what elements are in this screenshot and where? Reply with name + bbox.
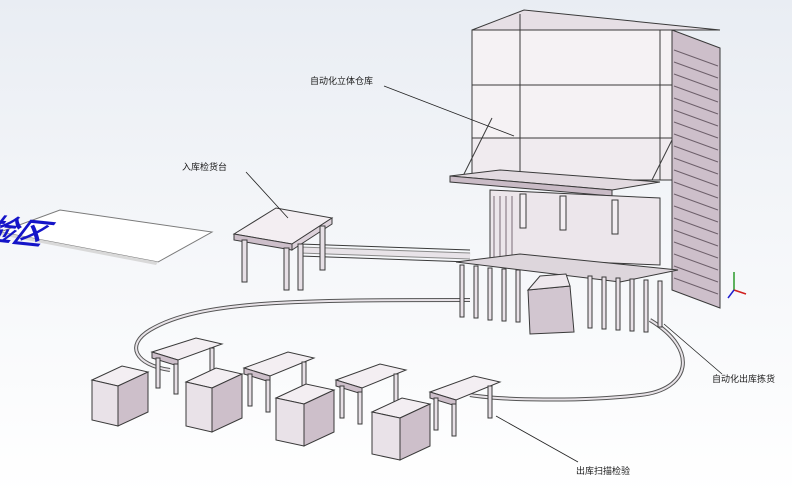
scan-station [184,351,316,433]
scan-station [90,337,224,427]
callout-warehouse: 自动化立体仓库 [310,75,515,137]
scan-station [274,363,408,447]
callout-inbound-check: 入库检货台 [182,161,289,219]
outbound-scan-stations [90,337,502,461]
outbound-scan-label: 出库扫描检验 [576,465,630,477]
waiting-area-sign: 待检区 [0,209,214,265]
conveyor-loop [134,243,685,402]
callout-outbound-pick: 自动化出库拣货 [663,323,775,385]
outbound-pick-label: 自动化出库拣货 [712,373,775,385]
callout-outbound-scan: 出库扫描检验 [495,415,630,477]
scan-station [370,375,502,461]
pick-station [455,253,679,335]
axis-triad-icon [727,272,747,299]
inbound-check-label: 入库检货台 [182,161,227,173]
inbound-check-table [232,207,334,291]
warehouse-label: 自动化立体仓库 [310,75,373,87]
automated-warehouse [449,9,747,335]
